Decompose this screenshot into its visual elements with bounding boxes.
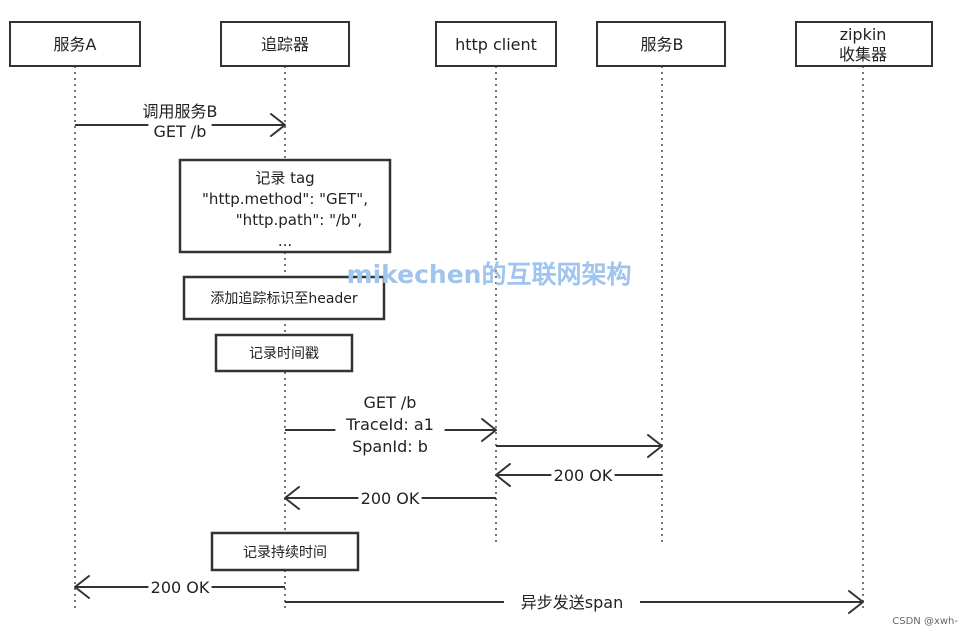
message-label: 200 OK (361, 489, 420, 508)
message-label: 200 OK (151, 578, 210, 597)
message-arrow: 200 OK (74, 575, 285, 599)
message-label: GET /b (364, 393, 417, 412)
note-text: "http.method": "GET", (202, 190, 368, 208)
arrowhead (647, 434, 663, 458)
actor-label: zipkin (840, 25, 887, 44)
actor-label: 追踪器 (261, 35, 309, 54)
message-arrow: GET /b TraceId: a1 SpanId: b (285, 393, 497, 456)
message-arrow: 200 OK (284, 486, 496, 510)
actor-b: 服务B (596, 21, 726, 67)
actor-box (9, 21, 141, 67)
note-text: 记录时间戳 (249, 346, 319, 362)
footer-credit: CSDN @xwh- (892, 616, 958, 627)
actor-label: 服务B (641, 35, 684, 54)
actor-label: 收集器 (839, 45, 887, 64)
message-arrow (496, 434, 663, 458)
note-text: "http.path": "/b", (236, 211, 362, 229)
actor-a: 服务A (9, 21, 141, 67)
arrowhead (270, 113, 286, 137)
message-arrow: 异步发送span (285, 590, 864, 614)
note-text: 记录持续时间 (243, 544, 327, 561)
actor-box (795, 21, 933, 67)
note-text: ... (278, 232, 292, 250)
message-label: 200 OK (554, 466, 613, 485)
actor-label: http client (455, 35, 537, 54)
message-label: 异步发送span (521, 593, 623, 612)
arrowhead (284, 486, 300, 510)
note-box: 记录持续时间 (210, 531, 360, 572)
actor-label: 服务A (54, 35, 97, 54)
actor-box (435, 21, 557, 67)
actor-client: http client (435, 21, 557, 67)
note-text: 记录 tag (255, 169, 314, 187)
message-label: TraceId: a1 (345, 415, 434, 434)
watermark-text: mikechen的互联网架构 (347, 260, 632, 289)
note-text: 添加追踪标识至header (210, 291, 358, 307)
message-label: 调用服务B (143, 102, 218, 121)
actor-box (220, 21, 350, 67)
note-box: 添加追踪标识至header (182, 275, 386, 321)
actor-tracer: 追踪器 (220, 21, 350, 67)
actor-box (596, 21, 726, 67)
arrowhead (481, 418, 497, 442)
message-label: GET /b (154, 122, 207, 141)
note-box: 记录时间戳 (214, 333, 354, 373)
message-arrow: 200 OK (495, 463, 662, 487)
arrowhead (74, 575, 90, 599)
arrowhead (495, 463, 511, 487)
arrowhead (848, 590, 864, 614)
note-box: 记录 tag "http.method": "GET", "http.path": … (178, 158, 392, 254)
message-label: SpanId: b (352, 437, 428, 456)
